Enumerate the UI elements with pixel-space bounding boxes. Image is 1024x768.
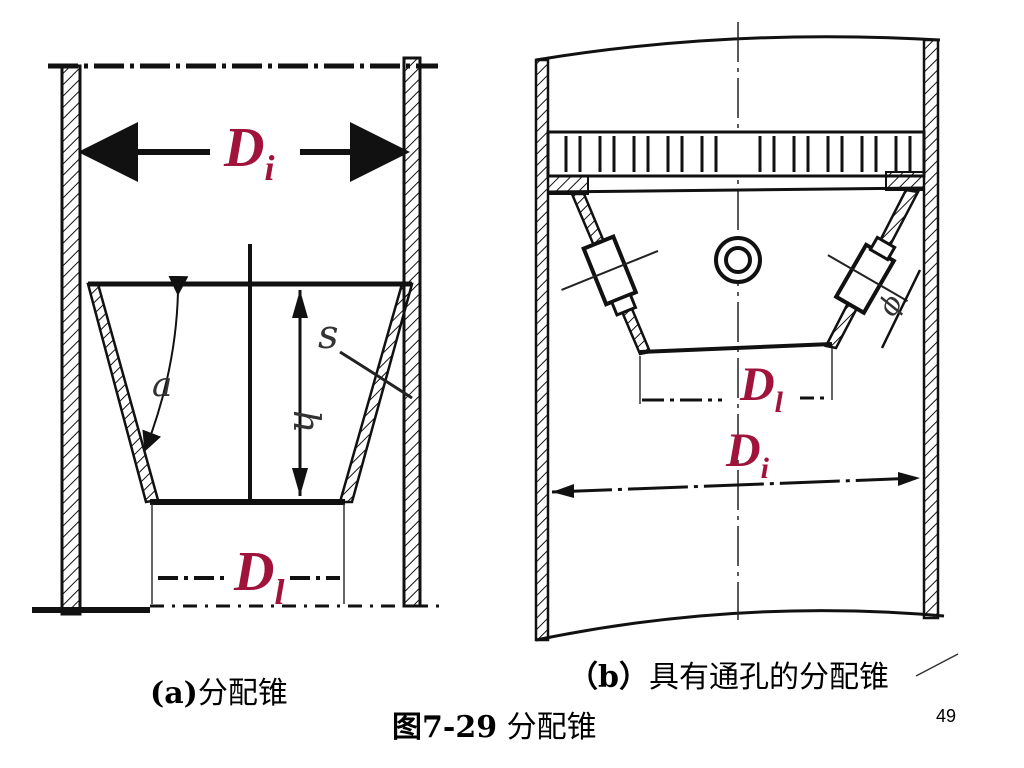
b-di-arrow-right (898, 472, 920, 486)
b-left-wall (534, 58, 550, 642)
b-label-di: Di (725, 424, 770, 485)
left-wall (60, 64, 82, 616)
caption-b-text: 具有通孔的分配锥 (648, 660, 889, 695)
h-arrow-top (292, 290, 308, 318)
label-dl: Dl (233, 541, 284, 612)
right-wall (402, 56, 422, 608)
caption-figure-b: （b）具有通孔的分配锥 (568, 652, 889, 696)
figure-title: 分配锥 (506, 710, 597, 745)
support-line (547, 186, 925, 194)
caption-a-prefix: (a) (150, 676, 198, 711)
bottom-curve (535, 609, 945, 642)
caption-leader (915, 653, 959, 677)
figure-a: Di a h s Dl (32, 56, 440, 616)
cone-left-side (86, 282, 160, 504)
caption-b-prefix: （b） (568, 660, 649, 695)
figure-b: ϕ Dl Di (534, 22, 959, 677)
label-alpha: a (152, 365, 172, 405)
alpha-arc (142, 275, 189, 452)
h-arrow-bottom (292, 468, 308, 496)
fitting-right (827, 235, 909, 316)
grid-plate (546, 130, 926, 178)
caption-figure-a: (a)分配锥 (150, 668, 288, 712)
distribution-cone-diagram: Di a h s Dl (32, 22, 959, 677)
caption-a-text: 分配锥 (197, 676, 288, 711)
top-curve (535, 35, 941, 62)
center-hole (714, 236, 762, 284)
fitting-left (561, 234, 659, 317)
support-ring-left (547, 175, 589, 195)
figure-caption: 图7-29 分配锥 (392, 702, 597, 746)
center-hole-inner (724, 246, 752, 274)
cone-right-side (338, 282, 414, 504)
s-leader (339, 350, 413, 400)
figure-number: 图7-29 (392, 710, 498, 745)
grid-holes (564, 136, 912, 172)
label-s: s (318, 312, 339, 358)
label-h: h (285, 410, 326, 433)
label-phi: ϕ (871, 289, 909, 321)
b-right-wall (922, 38, 940, 620)
page-number: 49 (936, 706, 957, 726)
b-label-dl: Dl (739, 358, 784, 419)
phi-dimension (880, 269, 922, 349)
label-di: Di (223, 117, 274, 188)
b-di-dim (551, 476, 921, 494)
b-cone-bottom (639, 342, 833, 354)
b-di-arrow-left (552, 484, 574, 498)
